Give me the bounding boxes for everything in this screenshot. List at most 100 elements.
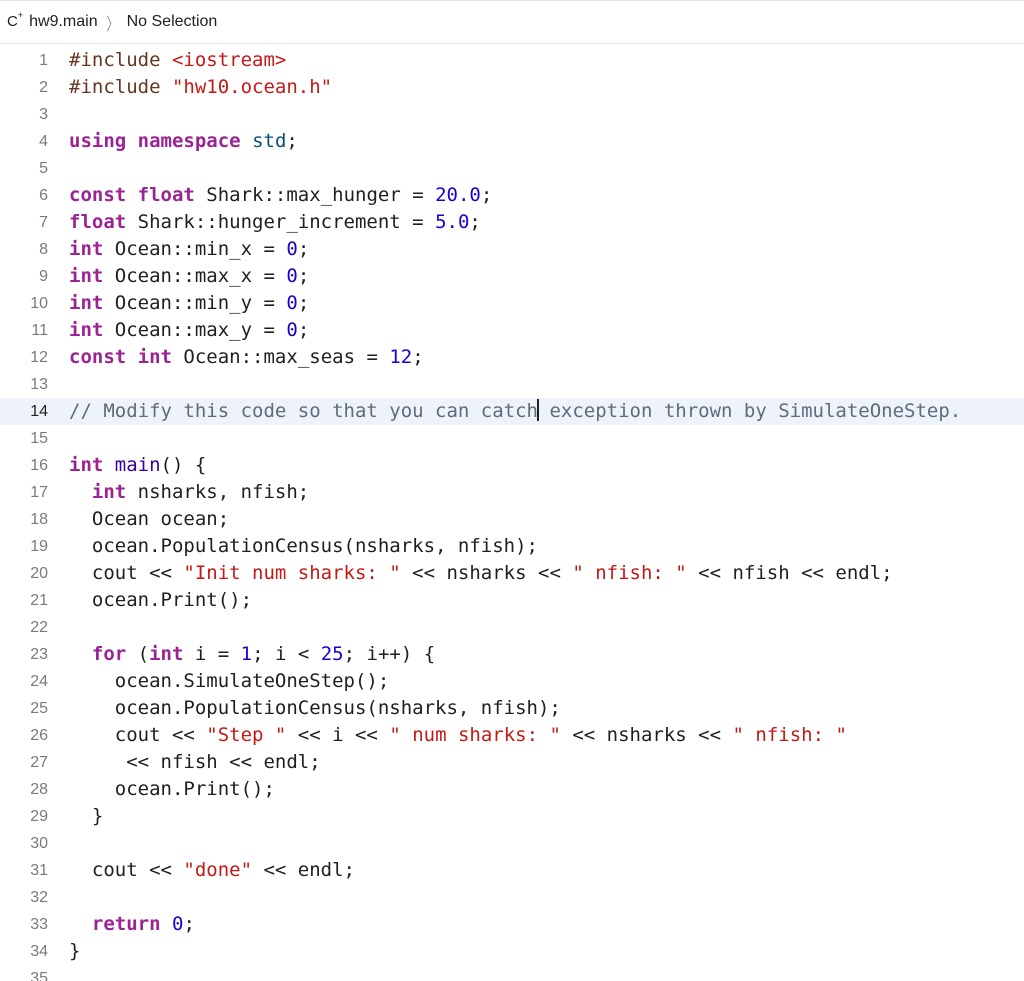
- line-number[interactable]: 25: [30, 700, 48, 717]
- code-line[interactable]: 5: [0, 155, 1024, 182]
- code-text: for (int i = 1; i < 25; i++) {: [69, 641, 435, 668]
- code-line[interactable]: 35: [0, 965, 1024, 981]
- line-number[interactable]: 14: [30, 403, 48, 420]
- line-number[interactable]: 13: [30, 376, 48, 393]
- code-editor[interactable]: 1#include <iostream>2#include "hw10.ocea…: [0, 44, 1024, 981]
- code-token: int: [69, 265, 104, 287]
- code-text: int nsharks, nfish;: [69, 479, 309, 506]
- line-number[interactable]: 16: [30, 457, 48, 474]
- code-token: main: [114, 454, 161, 476]
- line-number[interactable]: 32: [30, 889, 48, 906]
- code-line[interactable]: 20 cout << "Init num sharks: " << nshark…: [0, 560, 1024, 587]
- breadcrumb-file[interactable]: hw9.main: [29, 13, 98, 30]
- line-number[interactable]: 15: [30, 430, 48, 447]
- line-number[interactable]: 9: [39, 268, 48, 285]
- line-number[interactable]: 35: [30, 970, 48, 981]
- code-token: "hw10.ocean.h": [171, 76, 333, 98]
- line-number[interactable]: 27: [30, 754, 48, 771]
- code-text: Ocean ocean;: [69, 506, 229, 533]
- line-number[interactable]: 2: [39, 79, 48, 96]
- code-line[interactable]: 1#include <iostream>: [0, 47, 1024, 74]
- code-token: ;: [469, 211, 481, 233]
- code-token: int: [149, 643, 184, 665]
- line-number[interactable]: 18: [30, 511, 48, 528]
- line-number[interactable]: 11: [31, 322, 48, 339]
- code-text: int Ocean::max_x = 0;: [69, 263, 309, 290]
- line-number[interactable]: 31: [30, 862, 48, 879]
- code-token: #include: [69, 49, 172, 71]
- code-line[interactable]: 31 cout << "done" << endl;: [0, 857, 1024, 884]
- code-line[interactable]: 21 ocean.Print();: [0, 587, 1024, 614]
- breadcrumb-selection[interactable]: No Selection: [126, 13, 218, 30]
- jump-bar: C+ hw9.main 〉 No Selection: [0, 0, 1024, 44]
- line-number[interactable]: 5: [39, 160, 48, 177]
- code-token: float: [69, 211, 127, 233]
- code-line[interactable]: 33 return 0;: [0, 911, 1024, 938]
- code-token: ;: [297, 238, 310, 260]
- code-token: ocean.SimulateOneStep();: [69, 670, 390, 692]
- code-line[interactable]: 9 int Ocean::max_x = 0;: [0, 263, 1024, 290]
- code-line[interactable]: 29 }: [0, 803, 1024, 830]
- line-number[interactable]: 30: [30, 835, 48, 852]
- line-number[interactable]: 3: [39, 106, 48, 123]
- code-line[interactable]: 14// Modify this code so that you can ca…: [0, 398, 1024, 425]
- code-line[interactable]: 28 ocean.Print();: [0, 776, 1024, 803]
- line-number[interactable]: 8: [39, 241, 48, 258]
- code-token: [69, 481, 92, 503]
- line-number[interactable]: 7: [39, 214, 48, 231]
- code-line[interactable]: 30: [0, 830, 1024, 857]
- line-number[interactable]: 26: [30, 727, 48, 744]
- code-line[interactable]: 32: [0, 884, 1024, 911]
- line-number[interactable]: 6: [39, 187, 48, 204]
- code-token: 0: [171, 913, 184, 935]
- line-number[interactable]: 20: [30, 565, 48, 582]
- line-number[interactable]: 4: [39, 133, 48, 150]
- code-line[interactable]: 24 ocean.SimulateOneStep();: [0, 668, 1024, 695]
- code-line[interactable]: 15: [0, 425, 1024, 452]
- code-text: const float Shark::max_hunger = 20.0;: [69, 182, 492, 209]
- code-line[interactable]: 17 int nsharks, nfish;: [0, 479, 1024, 506]
- line-number[interactable]: 17: [30, 484, 48, 501]
- code-line[interactable]: 6 const float Shark::max_hunger = 20.0;: [0, 182, 1024, 209]
- code-line[interactable]: 13: [0, 371, 1024, 398]
- text-cursor: [537, 399, 539, 421]
- code-line[interactable]: 2 #include "hw10.ocean.h": [0, 74, 1024, 101]
- line-number[interactable]: 28: [30, 781, 48, 798]
- line-number[interactable]: 24: [30, 673, 48, 690]
- code-token: ;: [297, 319, 310, 341]
- code-line[interactable]: 3: [0, 101, 1024, 128]
- line-number[interactable]: 21: [30, 592, 48, 609]
- code-line[interactable]: 19 ocean.PopulationCensus(nsharks, nfish…: [0, 533, 1024, 560]
- line-number[interactable]: 34: [30, 943, 48, 960]
- line-number[interactable]: 19: [30, 538, 48, 555]
- line-number[interactable]: 29: [30, 808, 48, 825]
- code-text: ocean.PopulationCensus(nsharks, nfish);: [69, 533, 538, 560]
- code-line[interactable]: 23 for (int i = 1; i < 25; i++) {: [0, 641, 1024, 668]
- code-line[interactable]: 18 Ocean ocean;: [0, 506, 1024, 533]
- code-token: [126, 346, 137, 368]
- code-line[interactable]: 34}: [0, 938, 1024, 965]
- code-token: ocean.Print();: [69, 589, 253, 611]
- line-number[interactable]: 23: [30, 646, 48, 663]
- line-number[interactable]: 1: [39, 52, 48, 69]
- line-number[interactable]: 10: [30, 295, 48, 312]
- code-token: int: [69, 238, 104, 260]
- code-token: 1: [240, 643, 253, 665]
- code-line[interactable]: 25 ocean.PopulationCensus(nsharks, nfish…: [0, 695, 1024, 722]
- code-text: #include "hw10.ocean.h": [69, 74, 332, 101]
- line-number[interactable]: 22: [30, 619, 48, 636]
- code-line[interactable]: 22: [0, 614, 1024, 641]
- line-number[interactable]: 12: [30, 349, 48, 366]
- code-token: #include: [69, 76, 172, 98]
- code-line[interactable]: 27 << nfish << endl;: [0, 749, 1024, 776]
- code-line[interactable]: 26 cout << "Step " << i << " num sharks:…: [0, 722, 1024, 749]
- code-token: 0: [286, 292, 298, 314]
- line-number[interactable]: 33: [30, 916, 48, 933]
